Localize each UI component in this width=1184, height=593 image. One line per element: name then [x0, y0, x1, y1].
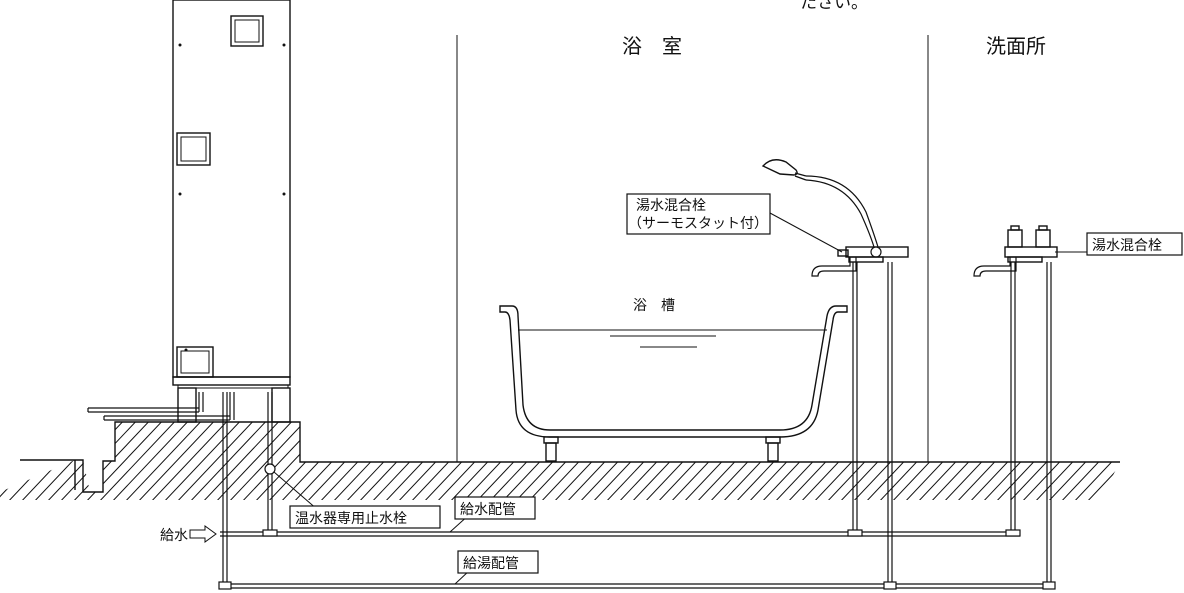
hatch-line: [199, 422, 286, 500]
hatch-line: [589, 422, 676, 500]
hatch-line: [1083, 422, 1120, 500]
hatch-line: [992, 422, 1079, 500]
room-label-washroom: 洗面所: [986, 34, 1046, 58]
hot-water-pipe-label: 給湯配管: [463, 555, 519, 572]
hatch-line: [342, 422, 429, 500]
hatch-line: [264, 422, 351, 500]
hatch-line: [251, 422, 338, 500]
hatch-line: [1044, 422, 1120, 500]
hatch-line: [407, 422, 494, 500]
ground-outline: [20, 421, 1120, 493]
hatch-line: [394, 422, 481, 500]
thermostat-mixer-label-1: 湯水混合栓: [636, 197, 706, 214]
water-pipe-label: 給水配管: [460, 502, 516, 518]
hatch-line: [1018, 422, 1105, 500]
hatch-line: [472, 422, 559, 500]
hatch-line: [186, 422, 273, 500]
inlet-arrow-icon: [189, 525, 217, 543]
hatch-line: [771, 422, 858, 500]
water-supply-label: 給水: [160, 528, 188, 544]
hatch-line: [940, 422, 1027, 500]
hatch-line: [667, 422, 754, 500]
washroom-mixer: [973, 225, 1058, 277]
hatch-line: [238, 422, 325, 500]
hatch-line: [953, 422, 1040, 500]
hatch-line: [875, 422, 962, 500]
hatch-line: [355, 422, 442, 500]
hatch-line: [550, 422, 637, 500]
hatch-line: [459, 422, 546, 500]
hatch-line: [212, 422, 299, 500]
hatch-line: [108, 422, 195, 500]
hatch-line: [979, 422, 1066, 500]
hatch-line: [745, 422, 832, 500]
hatch-line: [927, 422, 1014, 500]
hatch-line: [433, 422, 520, 500]
hatch-line: [641, 422, 728, 500]
hatch-line: [381, 422, 468, 500]
hatch-line: [277, 422, 364, 500]
hatch-line: [160, 422, 247, 500]
hatch-line: [1031, 422, 1118, 500]
hatch-line: [563, 422, 650, 500]
hatch-line: [1175, 415, 1184, 505]
bathtub: [499, 305, 848, 462]
thermostat-mixer-label-2: （サーモスタット付）: [628, 216, 768, 232]
hatch-line: [134, 422, 221, 500]
washroom-mixer-label: 湯水混合栓: [1092, 237, 1162, 254]
hatch-line: [797, 422, 884, 500]
hot-water-pipe: [218, 262, 1056, 590]
hatch-line: [706, 422, 793, 500]
hatch-line: [1070, 422, 1120, 500]
hatch-line: [173, 422, 260, 500]
hatch-line: [823, 422, 910, 500]
hatch-line: [95, 422, 182, 500]
hatch-line: [1162, 415, 1184, 505]
hatch-line: [1149, 415, 1184, 505]
hatch-line: [693, 422, 780, 500]
water-heater: [87, 0, 291, 423]
hatch-line: [602, 422, 689, 500]
hatch-line: [1109, 422, 1120, 500]
hatch-line: [329, 422, 416, 500]
hatch-line: [446, 422, 533, 500]
hatch-line: [628, 422, 715, 500]
hatch-line: [303, 422, 390, 500]
water-supply-pipe: [220, 262, 1021, 537]
hatch-line: [901, 422, 988, 500]
hatch-line: [966, 422, 1053, 500]
hatch-line: [1123, 415, 1184, 505]
hatch-line: [654, 422, 741, 500]
bathtub-label: 浴 槽: [633, 298, 675, 314]
hatch-line: [862, 422, 949, 500]
hatch-line: [316, 422, 403, 500]
stop-valve-icon: [264, 463, 276, 475]
hatch-line: [758, 422, 845, 500]
hatch-line: [615, 422, 702, 500]
stop-valve-label: 温水器専用止水栓: [295, 511, 407, 527]
hatch-line: [121, 422, 208, 500]
hatch-line: [511, 422, 598, 500]
hatch-line: [1057, 422, 1120, 500]
hatch-line: [576, 422, 663, 500]
hatch-line: [732, 422, 819, 500]
hatch-line: [1136, 415, 1184, 505]
hatch-line: [147, 422, 234, 500]
top-note: たさい。: [800, 0, 868, 13]
room-label-bathroom: 浴 室: [622, 34, 682, 58]
hatch-line: [1005, 422, 1092, 500]
hatch-line: [836, 422, 923, 500]
hatch-line: [888, 422, 975, 500]
hatch-line: [368, 422, 455, 500]
hatch-line: [680, 422, 767, 500]
hatch-line: [1096, 422, 1120, 500]
hatch-line: [420, 422, 507, 500]
thermostat-mixer: [761, 159, 909, 277]
ground-hatch: [0, 415, 1184, 505]
hatch-line: [290, 422, 377, 500]
hatch-line: [485, 422, 572, 500]
hatch-line: [537, 422, 624, 500]
